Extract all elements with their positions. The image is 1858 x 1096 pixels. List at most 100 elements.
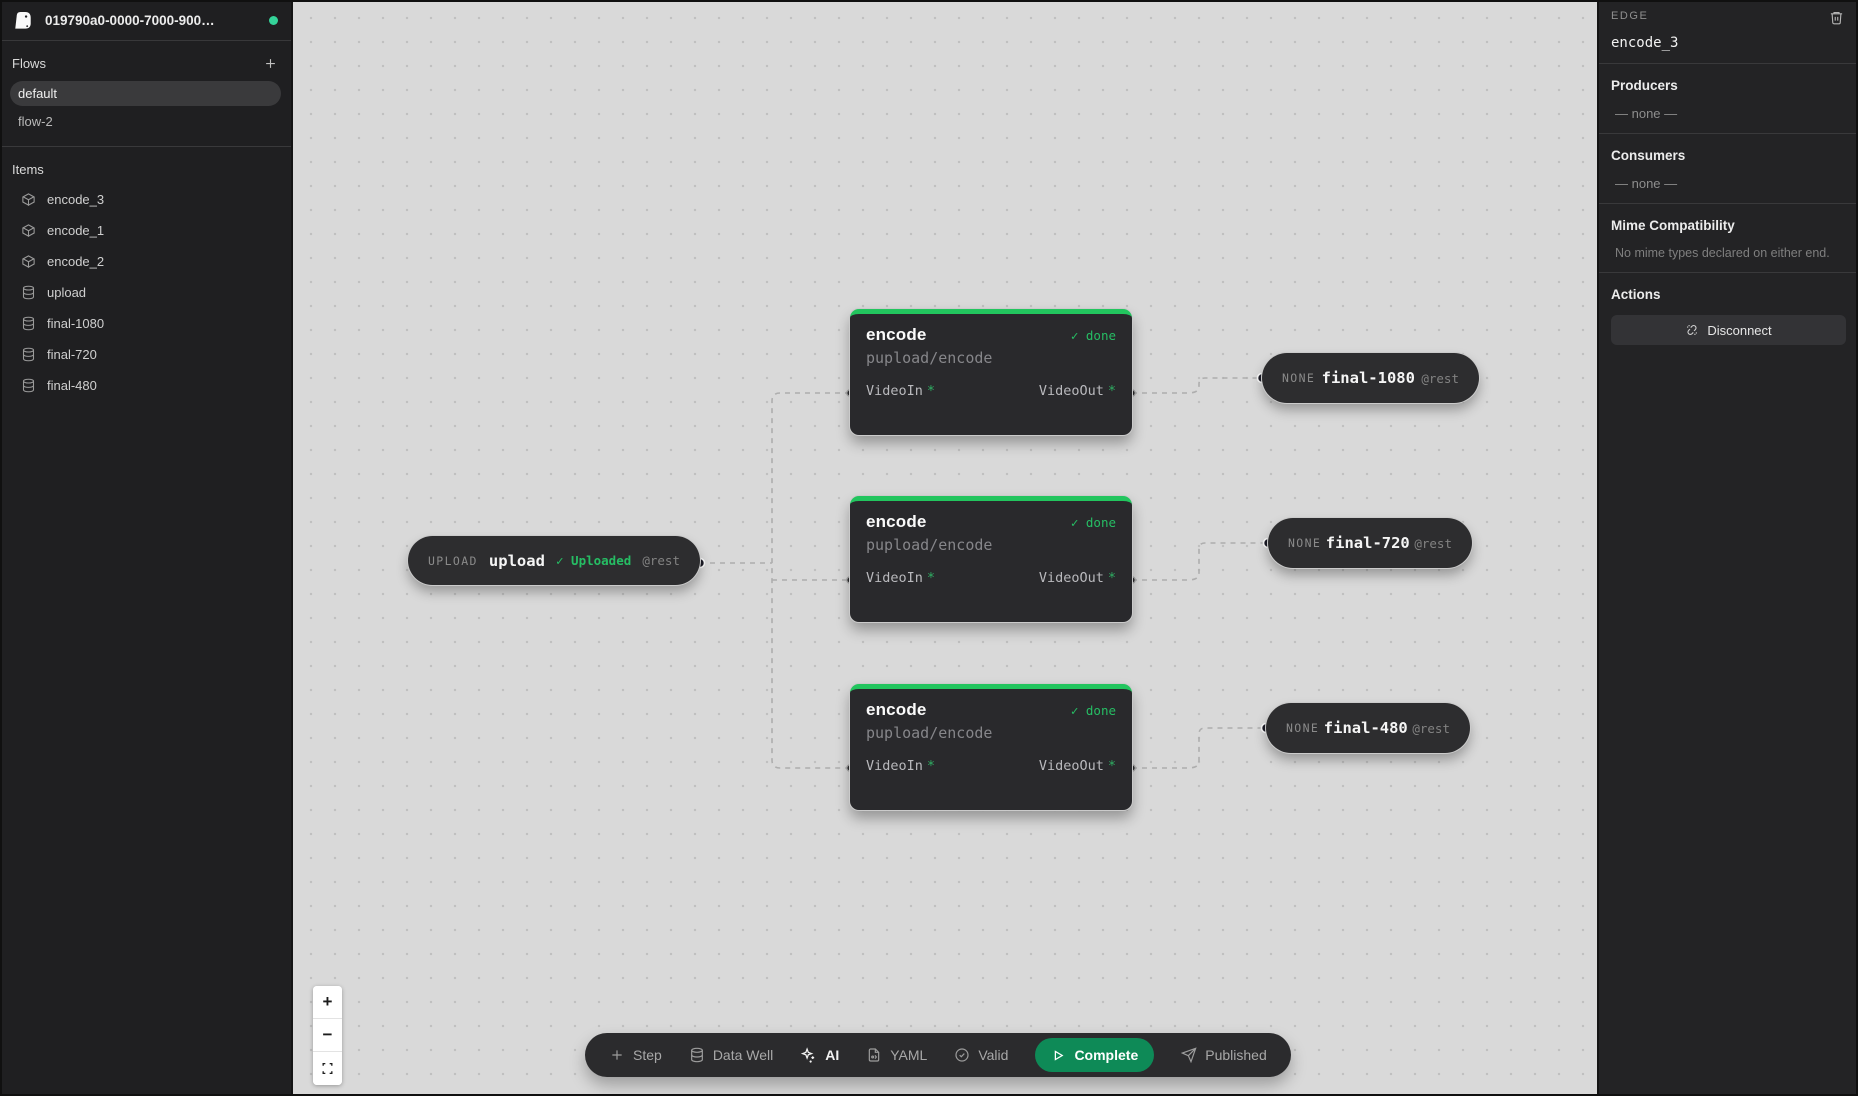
node-type-label: UPLOAD (428, 553, 478, 568)
items-heading: Items (12, 162, 44, 177)
zoom-controls: + − (313, 986, 342, 1085)
toolbar-label: YAML (890, 1047, 928, 1063)
port-label: VideoIn (866, 570, 923, 586)
zoom-out-button[interactable]: − (313, 1019, 342, 1052)
node-final-720[interactable]: NONE final-720 @rest (1268, 518, 1472, 568)
required-marker: * (926, 570, 936, 586)
output-port[interactable]: VideoOut* (1039, 758, 1116, 774)
check-icon: ✓ (1070, 514, 1079, 530)
yaml-button[interactable]: YAML (866, 1047, 927, 1063)
app-title: 019790a0-0000-7000-900… (45, 12, 215, 28)
node-name: final-720 (1325, 534, 1410, 552)
node-final-480[interactable]: NONE final-480 @rest (1266, 703, 1470, 753)
toolbar-label: Valid (978, 1047, 1009, 1063)
node-final-1080[interactable]: NONE final-1080 @rest (1262, 353, 1479, 403)
play-icon (1055, 1049, 1064, 1061)
node-status-text: done (1085, 327, 1116, 343)
sidebar-item-encode-3[interactable]: encode_3 (0, 184, 291, 215)
node-type-label: NONE (1286, 721, 1320, 735)
toolbar-label: Complete (1074, 1047, 1139, 1063)
node-package: pupload/encode (866, 724, 993, 742)
port-label: VideoOut (1038, 570, 1104, 586)
node-type-label: NONE (1288, 536, 1322, 550)
consumers-value: — none — (1615, 176, 1678, 191)
sidebar-item-final-1080[interactable]: final-1080 (0, 308, 291, 339)
node-status: ✓ done (1071, 328, 1116, 343)
trash-icon (1830, 11, 1843, 25)
node-status-text: done (1085, 514, 1116, 530)
status-dot (269, 15, 278, 25)
node-status-text: Uploaded (571, 553, 632, 568)
sidebar-item-flow-default[interactable]: default (10, 81, 281, 106)
ai-button[interactable]: AI (800, 1046, 839, 1064)
mime-compatibility-heading: Mime Compatibility (1611, 218, 1735, 233)
check-icon: ✓ (1070, 327, 1079, 343)
sidebar-item-encode-1[interactable]: encode_1 (0, 215, 291, 246)
sidebar-item-upload[interactable]: upload (0, 277, 291, 308)
node-name: final-480 (1323, 719, 1408, 737)
divider (1599, 133, 1858, 134)
database-icon (22, 347, 35, 362)
database-icon (22, 285, 35, 300)
output-port[interactable]: VideoOut* (1039, 570, 1116, 586)
required-marker: * (1107, 758, 1116, 774)
sidebar-item-encode-2[interactable]: encode_2 (0, 246, 291, 277)
input-port[interactable]: VideoIn* (866, 383, 935, 399)
fit-view-button[interactable] (313, 1052, 342, 1085)
valid-status-button[interactable]: Valid (954, 1047, 1008, 1063)
sidebar-item-label: encode_1 (47, 223, 105, 238)
app-header: 019790a0-0000-7000-900… (0, 0, 291, 41)
required-marker: * (926, 383, 936, 399)
input-port[interactable]: VideoIn* (866, 758, 935, 774)
output-port[interactable]: VideoOut* (1039, 383, 1116, 399)
sidebar-item-final-720[interactable]: final-720 (0, 339, 291, 370)
delete-edge-button[interactable] (1827, 8, 1846, 30)
flow-canvas[interactable]: UPLOAD upload ✓ Uploaded @rest encode ✓ … (293, 0, 1597, 1096)
node-package: pupload/encode (866, 349, 993, 367)
node-encode-2[interactable]: encode ✓ done pupload/encode VideoIn* Vi… (850, 496, 1132, 622)
divider (1599, 63, 1858, 64)
cube-icon (22, 224, 35, 237)
zoom-in-button[interactable]: + (313, 986, 342, 1019)
node-transport: @rest (1421, 370, 1459, 386)
published-button[interactable]: Published (1181, 1047, 1267, 1063)
node-name: final-1080 (1321, 369, 1415, 387)
add-flow-button[interactable] (261, 54, 279, 72)
sidebar-item-flow-2[interactable]: flow-2 (18, 114, 53, 129)
node-encode-1[interactable]: encode ✓ done pupload/encode VideoIn* Vi… (850, 309, 1132, 435)
complete-button[interactable]: Complete (1035, 1038, 1155, 1072)
node-encode-3[interactable]: encode ✓ done pupload/encode VideoIn* Vi… (850, 684, 1132, 810)
plus-icon (612, 1050, 622, 1060)
add-step-button[interactable]: Step (609, 1047, 662, 1063)
inspector-panel: EDGE encode_3 Producers — none — Consume… (1597, 0, 1858, 1096)
file-code-icon (868, 1048, 880, 1062)
cube-icon (22, 255, 35, 268)
inspector-edge-name: encode_3 (1611, 35, 1679, 51)
node-transport: @rest (642, 553, 680, 568)
toolbar-label: Data Well (712, 1047, 774, 1063)
input-port[interactable]: VideoIn* (866, 570, 935, 586)
sidebar-item-label: upload (47, 285, 87, 300)
check-icon: ✓ (555, 553, 564, 568)
left-sidebar: 019790a0-0000-7000-900… Flows default fl… (0, 0, 293, 1096)
divider (1599, 203, 1858, 204)
node-type-label: NONE (1282, 371, 1316, 385)
port-label: VideoIn (866, 383, 923, 399)
port-label: VideoOut (1038, 758, 1104, 774)
toolbar-label: Published (1205, 1047, 1267, 1063)
edge-paths[interactable] (700, 377, 1268, 769)
producers-heading: Producers (1611, 78, 1678, 93)
node-title: encode (866, 512, 927, 531)
node-status: ✓ done (1071, 703, 1116, 718)
bottom-toolbar: Step Data Well AI YAML Valid Complete (585, 1033, 1291, 1077)
sidebar-item-label: final-720 (47, 347, 97, 362)
data-well-button[interactable]: Data Well (689, 1047, 773, 1063)
sidebar-divider (0, 146, 291, 147)
disconnect-button[interactable]: Disconnect (1611, 315, 1846, 345)
sidebar-item-final-480[interactable]: final-480 (0, 370, 291, 401)
toolbar-label: Step (633, 1047, 662, 1063)
port-label: VideoIn (866, 758, 923, 774)
node-upload[interactable]: UPLOAD upload ✓ Uploaded @rest (408, 536, 700, 585)
disconnect-label: Disconnect (1707, 322, 1772, 338)
